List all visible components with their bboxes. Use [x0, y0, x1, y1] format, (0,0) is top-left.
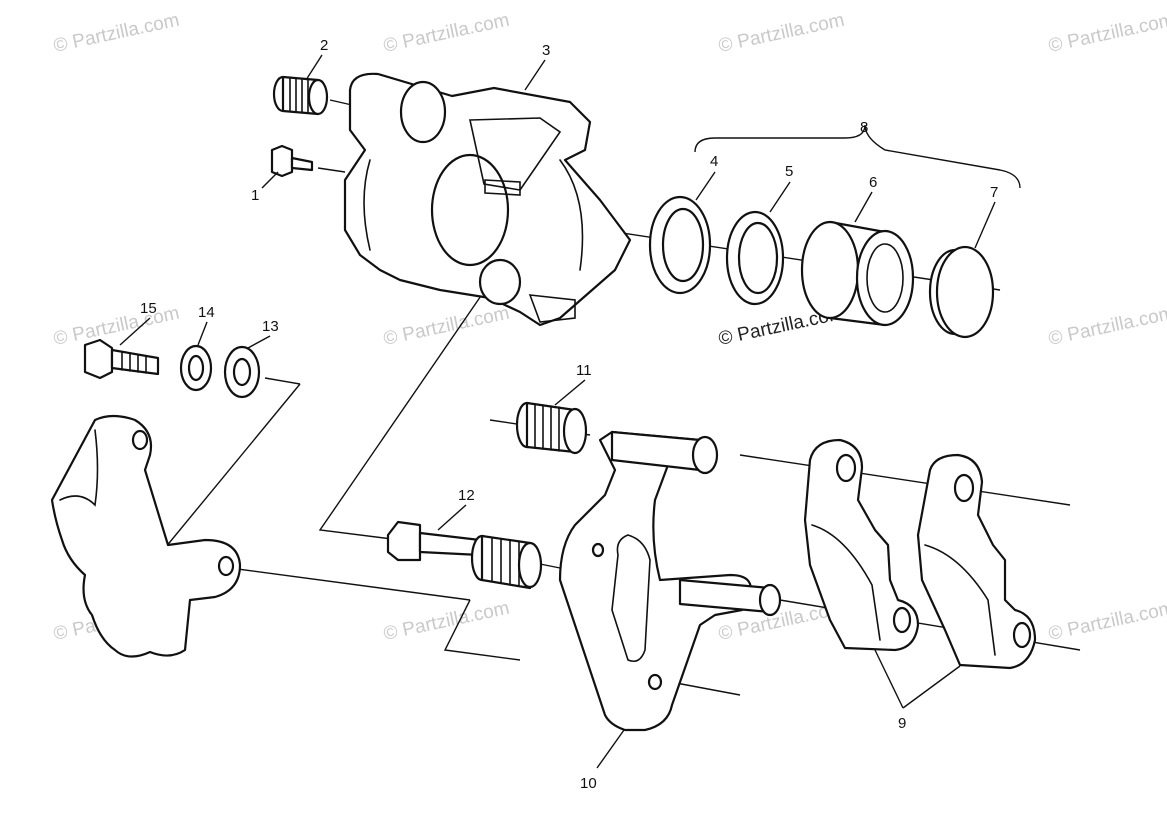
- callout-15: 15: [140, 300, 157, 317]
- part-5-seal: [725, 210, 785, 306]
- callout-8: 8: [860, 119, 868, 136]
- axis-line: [443, 599, 521, 661]
- axis-line: [229, 567, 471, 601]
- part-13-washer: [223, 345, 261, 399]
- callout-2: 2: [320, 37, 328, 54]
- leader-lines: [119, 54, 996, 769]
- callout-1: 1: [251, 187, 259, 204]
- axis-line: [317, 167, 346, 173]
- callout-5: 5: [785, 163, 793, 180]
- watermark: © Partzilla.com: [1047, 598, 1167, 645]
- part-14-lock-washer: [179, 344, 213, 392]
- part-15-bolt: [83, 338, 160, 380]
- callout-3: 3: [542, 42, 550, 59]
- part-6-piston: [800, 220, 915, 327]
- callout-7: 7: [990, 184, 998, 201]
- part-7-cap: [928, 245, 995, 339]
- callout-labels: 2 3 1 8 4 5 6 7 15 14 13 11 12 9 10: [140, 37, 998, 792]
- axis-line: [164, 383, 301, 549]
- mounting-arm: [50, 414, 242, 658]
- callout-14: 14: [198, 304, 215, 321]
- part-9-pad-outer: [916, 453, 1037, 670]
- part-12-pin: [386, 520, 543, 590]
- axis-line: [318, 289, 486, 541]
- part-4-seal: [648, 195, 712, 295]
- watermark: © Partzilla.com: [52, 10, 182, 57]
- part-10-bracket: [558, 430, 782, 732]
- watermark: © Partzilla.com: [382, 598, 512, 645]
- part-2-bushing: [272, 75, 329, 116]
- callout-11: 11: [576, 362, 592, 379]
- part-1-bleeder-screw: [270, 144, 314, 178]
- axis-line: [329, 99, 353, 106]
- bracket-8: [694, 124, 1021, 189]
- part-9-pad-inner: [803, 438, 920, 652]
- watermark: © Partzilla.com: [382, 10, 512, 57]
- watermark: © Partzilla.com: [1047, 10, 1167, 57]
- watermark: © Partzilla.com: [52, 303, 182, 350]
- callout-12: 12: [458, 487, 475, 504]
- watermark: © Partzilla.com: [1047, 303, 1167, 350]
- watermark: © Partzilla.com: [717, 10, 847, 57]
- axis-line: [739, 454, 1071, 506]
- callout-9: 9: [898, 715, 906, 732]
- part-3-caliper-body: [343, 72, 632, 327]
- callout-10: 10: [580, 775, 597, 792]
- callout-6: 6: [869, 174, 877, 191]
- callout-13: 13: [262, 318, 279, 335]
- watermark: © Partzilla.com: [382, 303, 512, 350]
- part-11-bushing: [515, 401, 588, 455]
- axis-line: [264, 377, 301, 385]
- callout-4: 4: [710, 153, 718, 170]
